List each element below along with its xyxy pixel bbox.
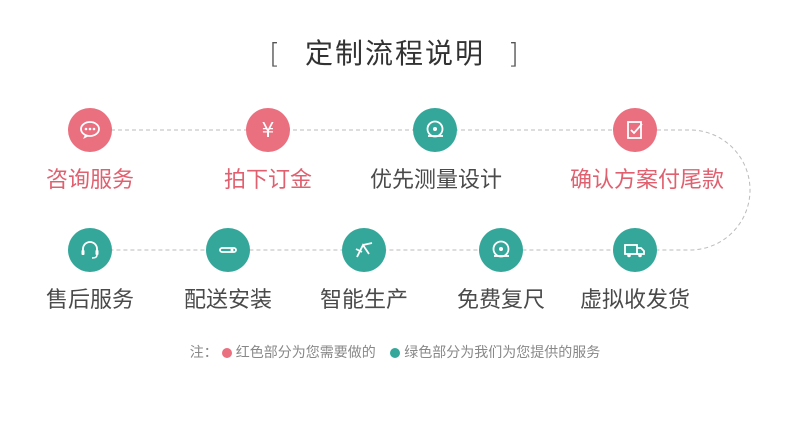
note-red-text: 红色部分为您需要做的 bbox=[235, 345, 376, 361]
step-consult: 咨询服务 bbox=[25, 108, 155, 194]
step-consult-circle bbox=[68, 108, 112, 152]
step-aftersales-circle bbox=[68, 228, 112, 272]
step-confirm-pay-circle bbox=[613, 108, 657, 152]
title-text: 定制流程说明 bbox=[304, 37, 485, 70]
step-deposit-label: 拍下订金 bbox=[223, 168, 312, 193]
step-virtual-shipping-label: 虚拟收发货 bbox=[579, 288, 690, 313]
step-smart-production-label: 智能生产 bbox=[319, 288, 408, 313]
red-dot-icon bbox=[221, 348, 232, 358]
note-prefix: 注： bbox=[189, 345, 218, 361]
step-measure-design-label: 优先测量设计 bbox=[370, 168, 503, 193]
wrench-icon bbox=[219, 247, 237, 253]
truck-icon bbox=[624, 244, 645, 258]
step-delivery-install-label: 配送安装 bbox=[183, 288, 272, 313]
step-consult-label: 咨询服务 bbox=[45, 168, 134, 193]
step-aftersales: 售后服务 bbox=[25, 228, 155, 314]
title-bracket-left: [ bbox=[269, 37, 283, 70]
compass-icon bbox=[355, 242, 373, 258]
chat-bubble-icon bbox=[80, 121, 100, 139]
green-dot-icon bbox=[390, 348, 401, 358]
step-free-remeasure-label: 免费复尺 bbox=[456, 288, 545, 313]
step-deposit-circle: ¥ bbox=[246, 108, 290, 152]
step-virtual-shipping: 虚拟收发货 bbox=[570, 228, 700, 314]
checklist-icon bbox=[627, 121, 643, 139]
tape-measure-icon bbox=[492, 240, 510, 258]
step-delivery-install-circle bbox=[206, 228, 250, 272]
tape-measure-icon bbox=[426, 120, 444, 138]
step-smart-production-circle bbox=[342, 228, 386, 272]
step-deposit: ¥ 拍下订金 bbox=[203, 108, 333, 194]
step-virtual-shipping-circle bbox=[613, 228, 657, 272]
legend-note: 注： 红色部分为您需要做的 绿色部分为我们为您提供的服务 bbox=[0, 342, 790, 362]
step-confirm-pay-label: 确认方案付尾款 bbox=[570, 168, 725, 193]
step-aftersales-label: 售后服务 bbox=[45, 288, 134, 313]
title-bracket-right: ] bbox=[507, 37, 521, 70]
step-measure-design: 优先测量设计 bbox=[370, 108, 503, 194]
step-smart-production: 智能生产 bbox=[299, 228, 429, 314]
note-green-text: 绿色部分为我们为您提供的服务 bbox=[404, 345, 601, 361]
headset-icon bbox=[81, 241, 99, 259]
step-free-remeasure-circle bbox=[479, 228, 523, 272]
step-delivery-install: 配送安装 bbox=[163, 228, 293, 314]
step-measure-design-circle bbox=[413, 108, 457, 152]
yen-icon: ¥ bbox=[261, 118, 275, 142]
page-title: [ 定制流程说明 ] bbox=[0, 32, 790, 72]
step-free-remeasure: 免费复尺 bbox=[436, 228, 566, 314]
step-confirm-pay: 确认方案付尾款 bbox=[570, 108, 725, 194]
